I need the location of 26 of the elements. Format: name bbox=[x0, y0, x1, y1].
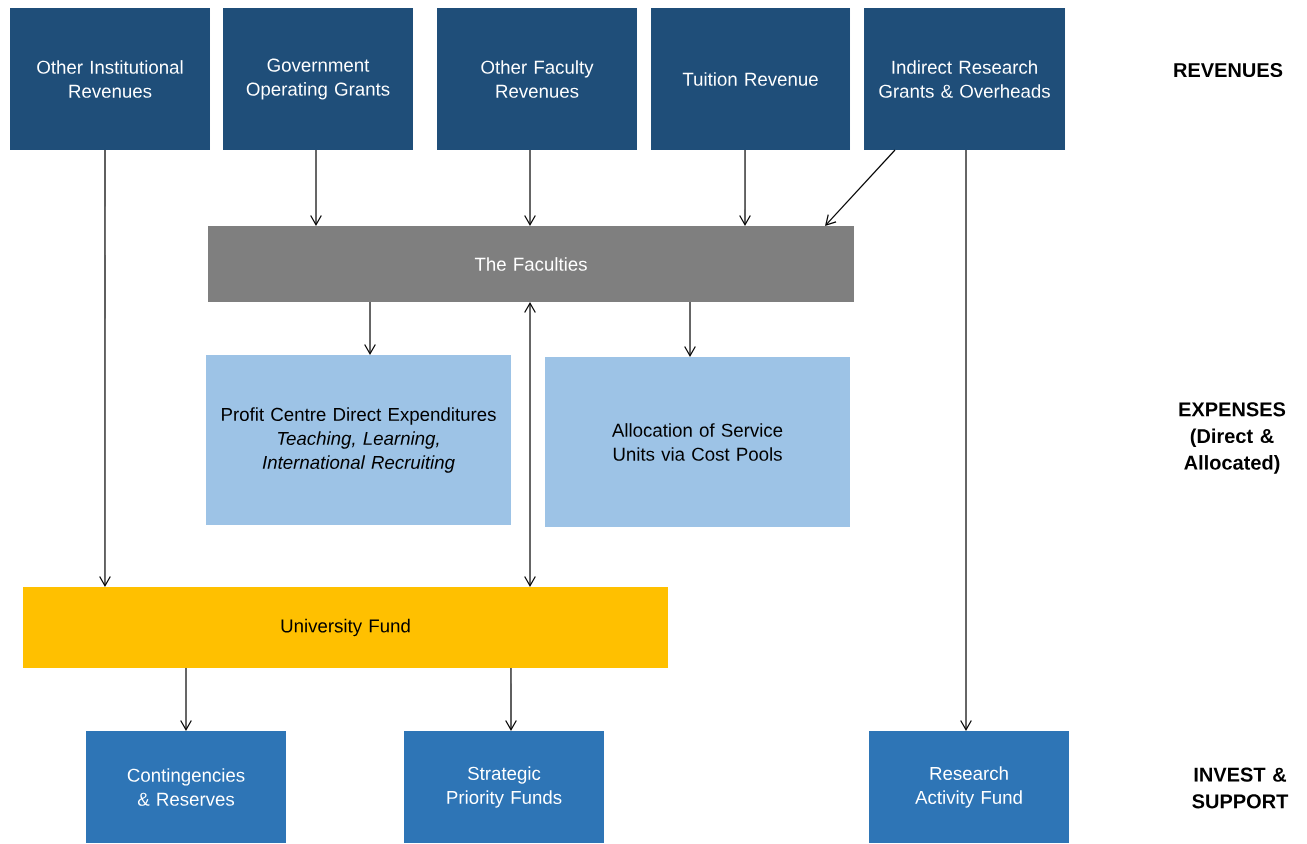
arrow bbox=[310, 149, 322, 226]
arrow bbox=[960, 149, 972, 731]
arrow bbox=[364, 301, 376, 355]
section-label: EXPENSES (Direct & Allocated) bbox=[1179, 402, 1286, 474]
arrow bbox=[524, 302, 536, 587]
revenue-box: Indirect Research Grants & Overheads bbox=[864, 8, 1065, 150]
section-label: REVENUES bbox=[1174, 62, 1283, 78]
arrow bbox=[99, 149, 111, 587]
fund-box: University Fund bbox=[23, 587, 668, 668]
fund-box: Contingencies & Reserves bbox=[86, 731, 286, 843]
arrow bbox=[524, 149, 536, 226]
arrow bbox=[180, 667, 192, 731]
arrow bbox=[825, 149, 896, 226]
arrow bbox=[505, 667, 517, 731]
arrow bbox=[739, 149, 751, 226]
revenue-box: Tuition Revenue bbox=[651, 8, 850, 150]
revenue-box: Government Operating Grants bbox=[223, 8, 413, 150]
fund-box: Research Activity Fund bbox=[869, 731, 1069, 843]
revenue-box: Other Institutional Revenues bbox=[10, 8, 210, 150]
revenue-box: Other Faculty Revenues bbox=[437, 8, 637, 150]
expense-box: Allocation of Service Units via Cost Pools bbox=[545, 357, 850, 527]
arrow bbox=[684, 301, 696, 357]
expense-box: Profit Centre Direct Expenditures Teaching, Learning, International Recruiting bbox=[206, 355, 511, 525]
fund-box: Strategic Priority Funds bbox=[404, 731, 604, 843]
section-label: INVEST & SUPPORT bbox=[1192, 767, 1289, 809]
faculty-box: The Faculties bbox=[208, 226, 854, 302]
